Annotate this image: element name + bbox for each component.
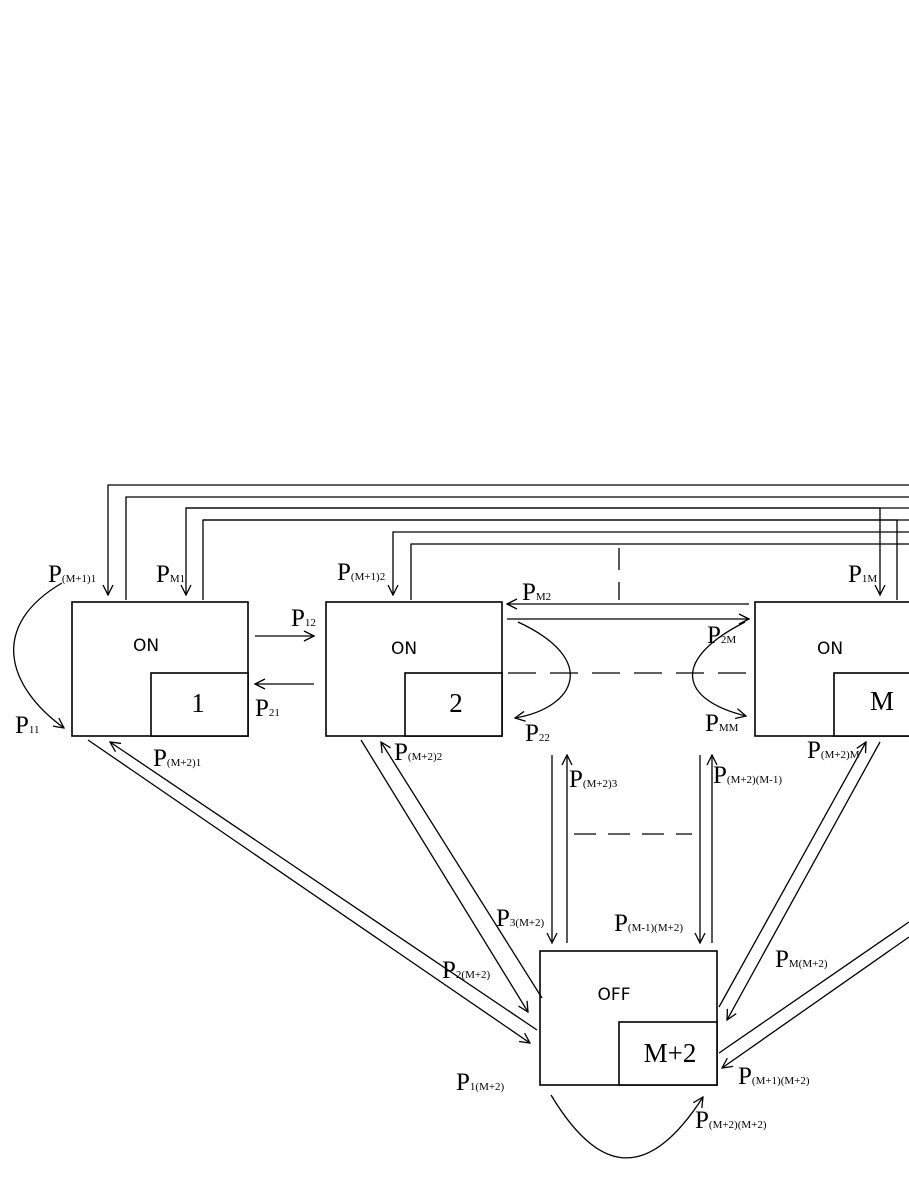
horizontal-transitions xyxy=(255,604,752,684)
label-p-2-mplus2: P2(M+2) xyxy=(442,957,491,984)
state-box-2: ON 2 xyxy=(325,601,503,737)
self-loop-1 xyxy=(13,582,64,728)
label-p-m1: PM1 xyxy=(156,561,185,588)
arrow-off-to-m xyxy=(718,742,866,1008)
label-p-mplus1-mplus2: P(M+1)(M+2) xyxy=(738,1063,810,1090)
label-p-11: P11 xyxy=(15,712,40,739)
state-2-label: ON xyxy=(391,639,417,659)
state-box-1: ON 1 xyxy=(71,601,249,737)
arrow-mplus1-to-off xyxy=(722,936,909,1068)
state-m-number: M xyxy=(870,686,894,716)
label-p-mplus2-m: P(M+2)M xyxy=(807,737,860,764)
arrow-off-to-2 xyxy=(381,742,543,999)
label-p-m2: PM2 xyxy=(522,579,551,606)
label-p-mplus2-2: P(M+2)2 xyxy=(394,739,442,766)
self-loop-2 xyxy=(515,621,571,718)
label-p-1m: P1M xyxy=(848,561,877,588)
probability-labels: P(M+1)1 PM1 P(M+1)2 PM2 P1M P12 P21 P2M … xyxy=(15,559,877,1134)
self-loop-off xyxy=(550,1094,703,1159)
label-p-12: P12 xyxy=(291,605,316,632)
line-2-out-top xyxy=(410,543,909,600)
arrow-mplus1-to-2 xyxy=(393,531,909,595)
arrow-mplus1-to-1 xyxy=(108,484,909,595)
label-p-mminus1-mplus2: P(M-1)(M+2) xyxy=(614,910,683,937)
arrow-m-to-1 xyxy=(186,507,909,595)
arrow-off-to-1 xyxy=(110,742,538,1031)
label-p-mm: PMM xyxy=(705,710,739,737)
state-m-label: ON xyxy=(817,639,843,659)
label-p-2m: P2M xyxy=(707,622,736,649)
arrow-2-to-off xyxy=(360,739,528,1012)
label-p-3-mplus2: P3(M+2) xyxy=(496,905,545,932)
arrow-m-to-off xyxy=(727,741,881,1020)
diagonal-transitions xyxy=(87,739,909,1068)
label-p-mplus2-mplus2: P(M+2)(M+2) xyxy=(695,1107,767,1134)
label-p-mplus1-1: P(M+1)1 xyxy=(48,561,96,588)
arrow-1-to-off xyxy=(87,739,530,1043)
label-p-mplus2-3: P(M+2)3 xyxy=(569,766,618,793)
label-p-m-mplus2: PM(M+2) xyxy=(775,946,828,973)
state-1-number: 1 xyxy=(191,688,205,718)
label-p-21: P21 xyxy=(255,695,280,722)
top-feedback-lines xyxy=(108,484,909,600)
state-box-off: OFF M+2 xyxy=(539,950,718,1086)
state-1-label: ON xyxy=(133,636,159,656)
label-p-mplus2-mminus1: P(M+2)(M-1) xyxy=(713,762,782,789)
state-box-m: ON M xyxy=(754,601,909,737)
self-loop-m xyxy=(691,621,746,716)
state-off-label: OFF xyxy=(598,985,631,1005)
label-p-1-mplus2: P1(M+2) xyxy=(456,1069,505,1096)
line-off-to-mplus1 xyxy=(718,921,909,1054)
state-2-number: 2 xyxy=(449,688,463,718)
label-p-mplus2-1: P(M+2)1 xyxy=(153,745,201,772)
arrow-1-to-m xyxy=(186,507,880,595)
line-m-in-top xyxy=(203,519,898,600)
vertical-transitions xyxy=(552,755,712,943)
label-p-mplus1-2: P(M+1)2 xyxy=(337,559,385,586)
state-off-number: M+2 xyxy=(644,1038,697,1068)
self-loops xyxy=(13,582,746,1159)
line-1-out-top xyxy=(125,496,909,600)
label-p-22: P22 xyxy=(525,720,550,747)
